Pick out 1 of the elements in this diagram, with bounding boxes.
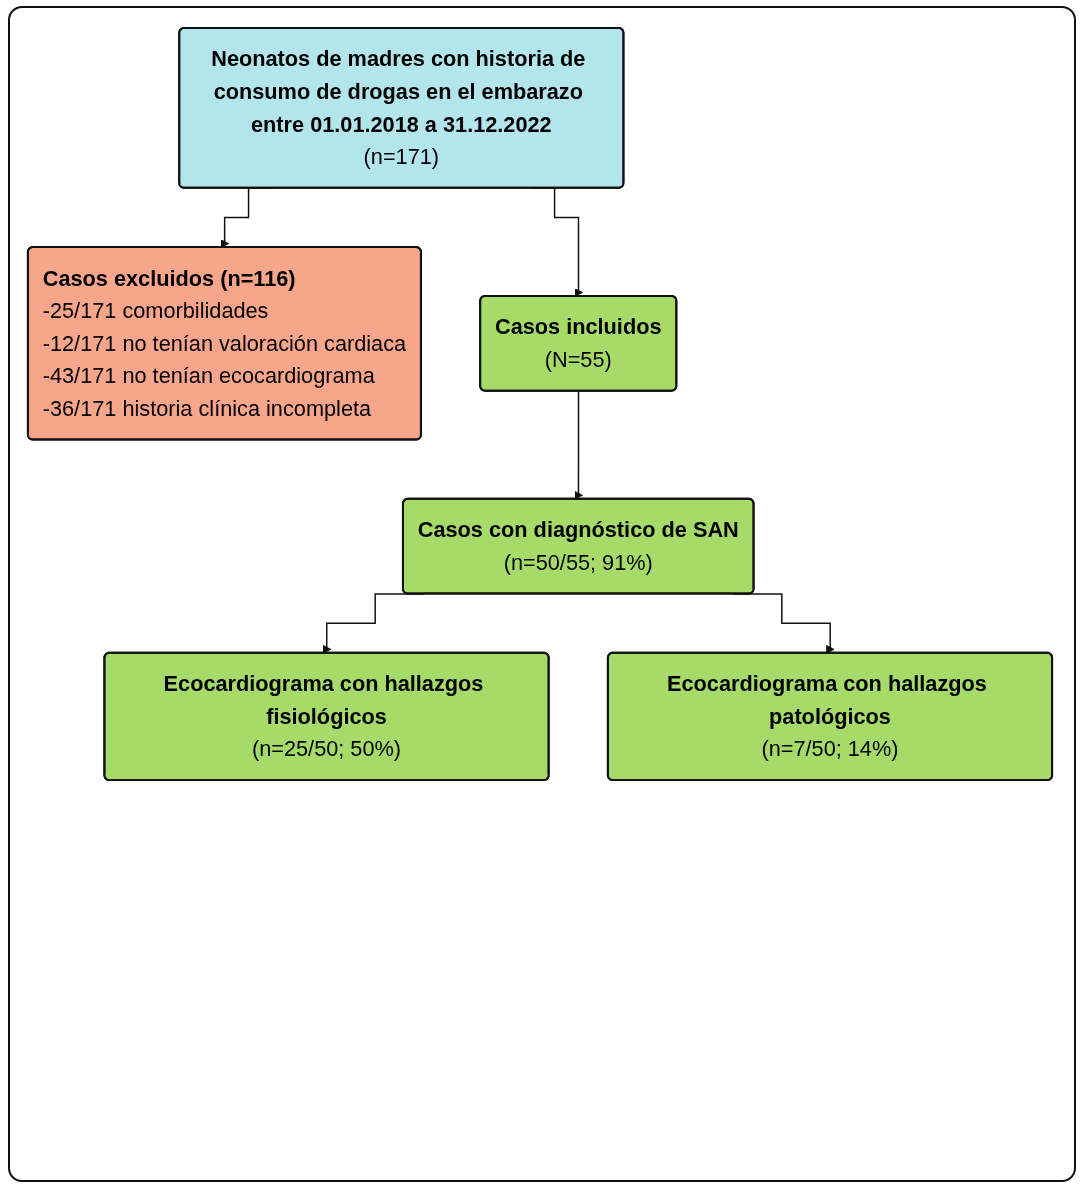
- arrow: [574, 390, 583, 500]
